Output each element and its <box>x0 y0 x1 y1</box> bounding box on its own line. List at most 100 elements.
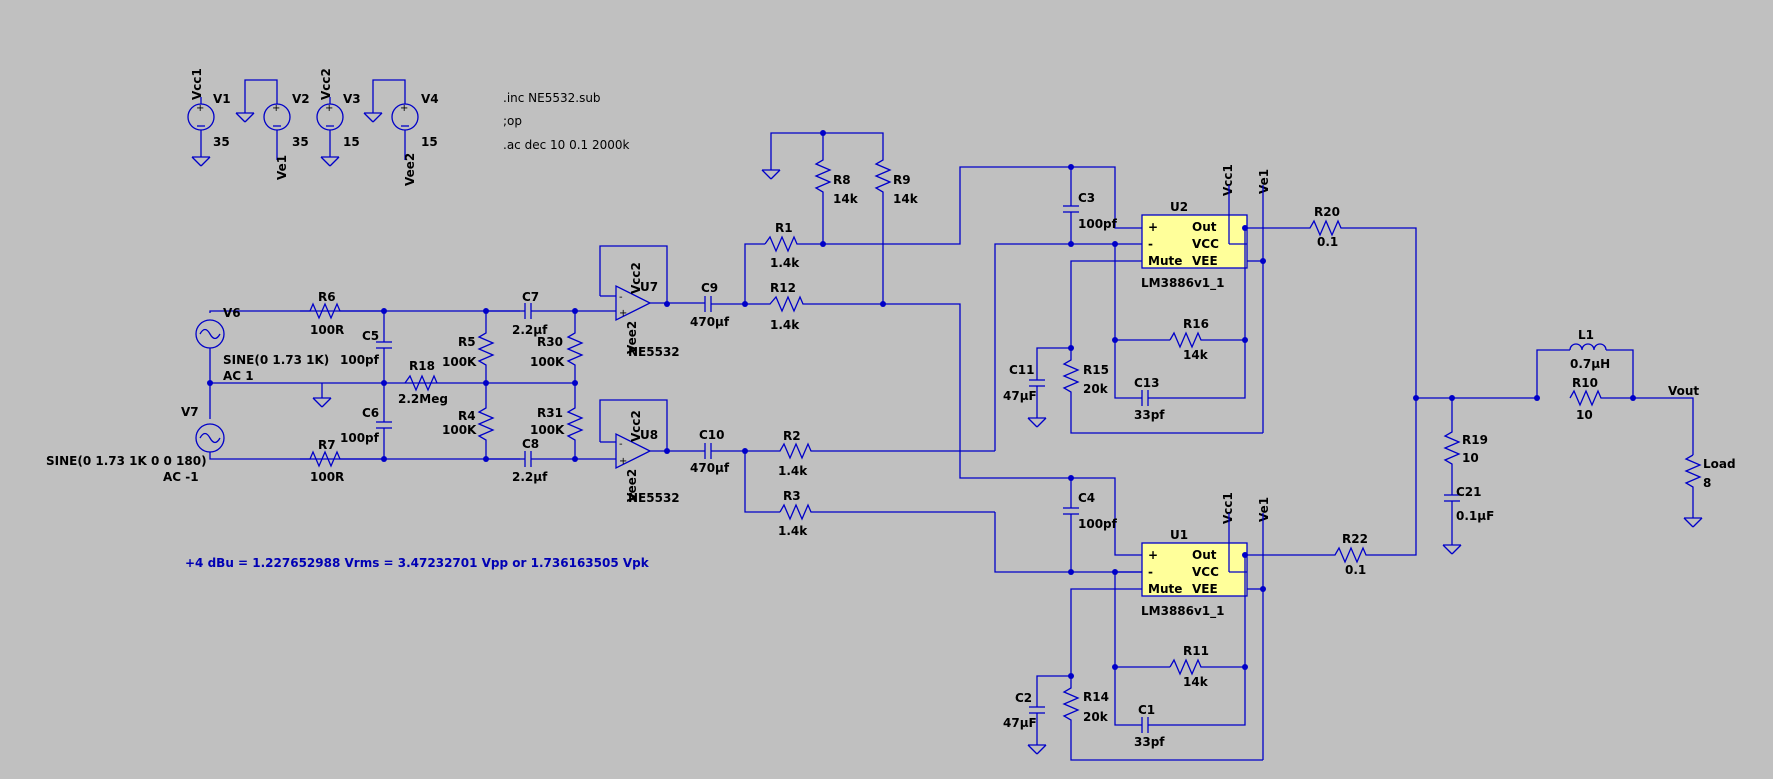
resistor-load[interactable]: Load 8 <box>1683 454 1736 528</box>
ref-u1: U1 <box>1170 528 1188 542</box>
u7-vminus: Vee2 <box>625 321 639 354</box>
resistor-r16[interactable]: R16 14k <box>1169 317 1245 362</box>
capacitor-c9[interactable]: C9 470µf <box>690 281 745 329</box>
ref-v2: V2 <box>292 92 310 106</box>
u1-ve1-label: Ve1 <box>1257 497 1271 522</box>
resistor-r9[interactable]: R9 14k <box>874 159 919 304</box>
capacitor-c7[interactable]: C7 2.2µf <box>486 290 575 337</box>
capacitor-c2[interactable]: C2 47µF <box>1003 691 1047 755</box>
ref-r18: R18 <box>409 359 435 373</box>
ref-r14: R14 <box>1083 690 1109 704</box>
v7-sine: SINE(0 1.73 1K 0 0 180) <box>46 454 207 468</box>
resistor-r3[interactable]: R3 1.4k <box>778 489 995 538</box>
capacitor-c1[interactable]: C1 33pf <box>1114 667 1165 749</box>
svg-text:+: + <box>619 456 627 467</box>
capacitor-c13[interactable]: C13 33pf <box>1114 340 1165 422</box>
ref-load: Load <box>1703 457 1736 471</box>
v6-ac: AC 1 <box>223 369 254 383</box>
value-c2: 47µF <box>1003 716 1037 730</box>
opamp-u8[interactable]: - + Vcc2 Vee2 U8 NE5532 <box>575 399 705 505</box>
capacitor-c11[interactable]: C11 47µF <box>1003 363 1047 428</box>
resistor-r15[interactable]: R15 20k <box>1062 348 1263 434</box>
source-v1[interactable]: + Vcc1 V1 35 <box>187 68 231 167</box>
resistor-r10[interactable]: R10 10 <box>1569 376 1633 422</box>
spice-directives[interactable]: .inc NE5532.sub ;op .ac dec 10 0.1 2000k <box>503 91 630 152</box>
capacitor-c5[interactable]: C5 100pf <box>340 311 392 383</box>
directive-op: ;op <box>503 114 522 128</box>
ref-v1: V1 <box>213 92 231 106</box>
ref-u2: U2 <box>1170 200 1188 214</box>
resistor-r30[interactable]: R30 100K <box>530 311 584 383</box>
value-c4: 100pf <box>1078 517 1118 531</box>
value-c9: 470µf <box>690 315 730 329</box>
resistor-r5[interactable]: R5 100K <box>442 311 495 383</box>
value-r19: 10 <box>1462 451 1479 465</box>
svg-text:-: - <box>619 439 623 450</box>
resistor-r1[interactable]: R1 1.4k <box>764 221 823 270</box>
ref-c9: C9 <box>701 281 718 295</box>
capacitor-c10[interactable]: C10 470µf <box>690 428 745 475</box>
capacitor-c8[interactable]: C8 2.2µf <box>486 437 575 484</box>
ref-r3: R3 <box>783 489 801 503</box>
u1-pin-mute: Mute <box>1148 582 1182 596</box>
resistor-r14[interactable]: R14 20k <box>1062 676 1263 761</box>
source-v3[interactable]: + Vcc2 V3 15 <box>316 68 361 167</box>
model-u7: NE5532 <box>628 345 680 359</box>
resistor-r22[interactable]: R22 0.1 <box>1300 398 1417 577</box>
resistor-r12[interactable]: R12 1.4k <box>745 281 883 332</box>
capacitor-c6[interactable]: C6 100pf <box>340 383 392 459</box>
ref-l1: L1 <box>1578 328 1594 342</box>
value-c13: 33pf <box>1134 408 1165 422</box>
value-load: 8 <box>1703 476 1711 490</box>
value-r10: 10 <box>1576 408 1593 422</box>
value-c6: 100pf <box>340 431 380 445</box>
value-r12: 1.4k <box>770 318 800 332</box>
resistor-r20[interactable]: R20 0.1 <box>1300 205 1417 398</box>
ref-c6: C6 <box>362 406 379 420</box>
ref-r16: R16 <box>1183 317 1209 331</box>
resistor-r19[interactable]: R19 10 <box>1443 398 1488 495</box>
resistor-r4[interactable]: R4 100K <box>442 383 495 459</box>
ref-u7: U7 <box>640 280 658 294</box>
resistor-r2[interactable]: R2 1.4k <box>745 429 995 478</box>
source-v2[interactable]: + Ve1 V2 35 <box>235 79 310 180</box>
value-c1: 33pf <box>1134 735 1165 749</box>
net-label-vcc1: Vcc1 <box>190 68 204 100</box>
resistor-r31[interactable]: R31 100K <box>530 383 584 459</box>
svg-text:-: - <box>619 292 623 303</box>
capacitor-c21[interactable]: C21 0.1µF <box>1442 485 1494 555</box>
model-u2: LM3886v1_1 <box>1141 276 1225 291</box>
capacitor-c4[interactable]: C4 100pf <box>1063 478 1118 572</box>
opamp-u7[interactable]: - + Vcc2 Vee2 U7 NE5532 <box>575 245 705 359</box>
inductor-l1[interactable]: L1 0.7µH <box>1536 328 1634 398</box>
model-u1: LM3886v1_1 <box>1141 604 1225 619</box>
ref-r19: R19 <box>1462 433 1488 447</box>
ref-c3: C3 <box>1078 191 1095 205</box>
resistor-r7[interactable]: R7 100R <box>300 438 384 484</box>
value-c7: 2.2µf <box>512 323 548 337</box>
resistor-r8[interactable]: R8 14k <box>814 133 859 244</box>
value-r22: 0.1 <box>1345 563 1366 577</box>
u1-pin-plus: + <box>1148 548 1158 562</box>
u1-pin-out: Out <box>1192 548 1217 562</box>
value-r7: 100R <box>310 470 344 484</box>
svg-text:+: + <box>619 308 627 319</box>
ref-r20: R20 <box>1314 205 1340 219</box>
dbu-note: +4 dBu = 1.227652988 Vrms = 3.47232701 V… <box>185 556 650 570</box>
source-v6[interactable]: V6 SINE(0 1.73 1K) AC 1 <box>195 306 340 419</box>
value-l1: 0.7µH <box>1570 357 1610 371</box>
net-label-vee2: Vee2 <box>403 153 417 186</box>
value-v3: 15 <box>343 135 360 149</box>
ref-c7: C7 <box>522 290 539 304</box>
capacitor-c3[interactable]: C3 100pf <box>1063 167 1118 244</box>
resistor-r18[interactable]: R18 2.2Meg <box>398 359 448 406</box>
u2-pin-vcc: VCC <box>1192 237 1219 251</box>
source-v7[interactable]: V7 SINE(0 1.73 1K 0 0 180) AC -1 <box>46 405 340 484</box>
v6-sine: SINE(0 1.73 1K) <box>223 353 329 367</box>
source-v4[interactable]: + Vee2 V4 15 <box>363 79 439 186</box>
resistor-r6[interactable]: R6 100R <box>300 290 384 337</box>
ref-r30: R30 <box>537 335 563 349</box>
u8-vminus: Vee2 <box>625 469 639 502</box>
amp-ic-u2[interactable]: + - Mute Out VCC VEE U2 LM3886v1_1 Vcc1 … <box>1141 164 1271 291</box>
resistor-r11[interactable]: R11 14k <box>1169 644 1245 689</box>
